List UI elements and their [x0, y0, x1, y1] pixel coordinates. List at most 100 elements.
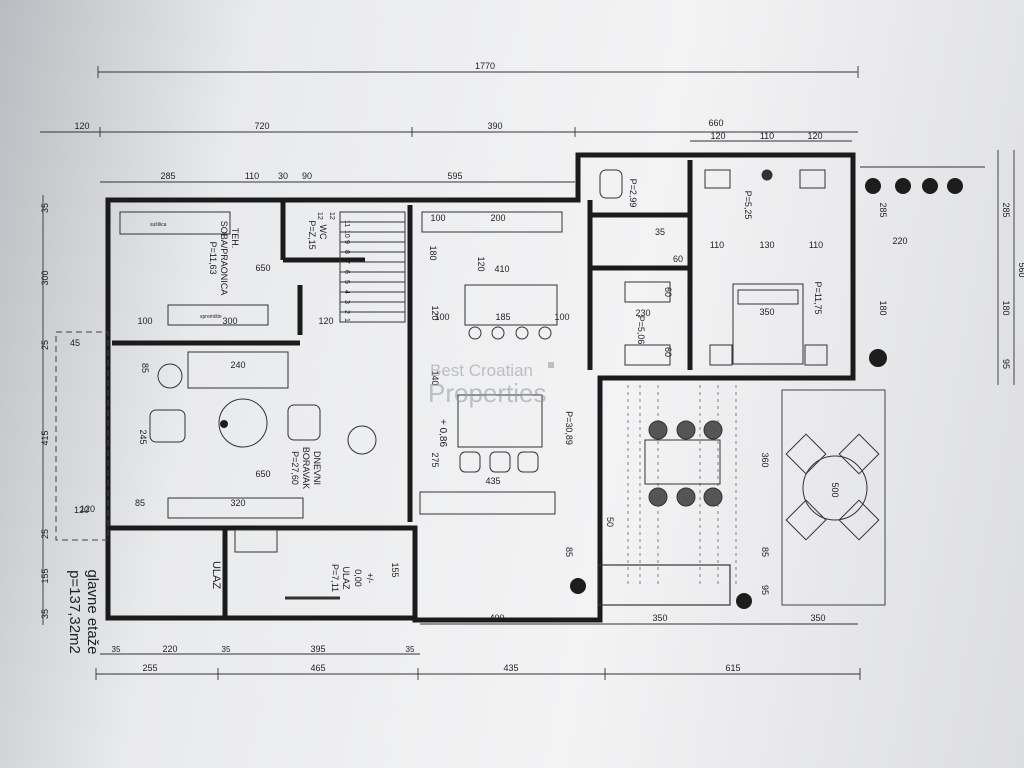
dim-dining-100c: 100 [430, 213, 445, 223]
dining-level: + 0,86 [437, 419, 448, 448]
dim-right-top-2: 120 [807, 131, 822, 141]
dim-terrace-50: 50 [605, 517, 615, 527]
dim-left-5: 155 [40, 568, 50, 583]
dim-left-2: 25 [40, 340, 50, 350]
stair-step: 9 [343, 240, 350, 244]
kitchen-name: SOBA/PRAONICA [219, 221, 229, 296]
wc-area: P=Z,15 [307, 220, 317, 249]
dim-living-240: 240 [230, 360, 245, 370]
dim-total-width: 1770 [475, 61, 495, 71]
dim-terrace-500: 500 [830, 482, 840, 497]
stair-step: 4 [343, 290, 350, 294]
stair-step: 3 [343, 300, 350, 304]
summary-line2: p=137,32m2 [66, 570, 83, 654]
dim-dining-140: 140 [430, 370, 440, 385]
watermark-line2: Properties [428, 378, 547, 408]
stair-step: 10 [343, 230, 350, 238]
stair-step: 1 [343, 318, 350, 322]
dim-top-1: 720 [254, 121, 269, 131]
dim-bed-350: 350 [759, 307, 774, 317]
dim-living-85b: 85 [135, 498, 145, 508]
dim-left-3: 415 [40, 430, 50, 445]
dim-dining-180: 180 [428, 245, 438, 260]
dim-terrace-85b: 85 [760, 547, 770, 557]
dim-right-2: 95 [1001, 359, 1011, 369]
stair-step: 7 [343, 260, 350, 264]
watermark-line1: Best Croatian [430, 361, 533, 380]
dim-right-top-0: 120 [710, 131, 725, 141]
entry-level-sign: +/- [365, 573, 375, 584]
living-name2: BORAVAK [301, 447, 311, 489]
dim-dining-120b: 120 [430, 305, 440, 320]
dim-bed-130: 130 [759, 240, 774, 250]
dim-dining-435: 435 [485, 476, 500, 486]
furniture [119, 169, 880, 600]
stair-numbers: 11 10 9 8 7 6 5 4 3 2 1 12 12 [316, 212, 350, 322]
plant-icon [220, 420, 228, 428]
entry-level: 0,00 [353, 569, 363, 587]
dim-second-0: 285 [160, 171, 175, 181]
dim-bottom-a-3: 395 [310, 644, 325, 654]
dim-top-0: 120 [74, 121, 89, 131]
dim-bottom-b-1: 465 [310, 663, 325, 673]
tree-icon [895, 178, 911, 194]
dim-bath-60b: 60 [663, 287, 673, 297]
interior-dimensions: 650 100 300 120 240 650 320 85 85 245 10… [80, 213, 908, 595]
dim-second-3: 90 [302, 171, 312, 181]
dim-right-285: 285 [878, 202, 888, 217]
dim-left-0: 35 [40, 203, 50, 213]
dim-kitchen-120: 120 [318, 316, 333, 326]
dim-entry-155: 155 [390, 562, 400, 577]
room-labels: TEH. SOBA/PRAONICA P=11,63 WC P=Z,15 DNE… [66, 179, 823, 655]
dim-dining-275: 275 [430, 452, 440, 467]
entry-name: ULAZ [341, 566, 351, 590]
dim-living-85a: 85 [140, 363, 150, 373]
dim-bed-180: 180 [878, 300, 888, 315]
dim-second-4: 595 [447, 171, 462, 181]
dim-left-4: 25 [40, 529, 50, 539]
dim-right-top-1: 110 [760, 131, 774, 141]
dim-bottom-b-2: 435 [503, 663, 518, 673]
dim-kitchen-100: 100 [137, 316, 152, 326]
dim-living-120: 120 [80, 504, 95, 514]
dim-bath-60c: 60 [663, 347, 673, 357]
dim-dining-410: 410 [494, 264, 509, 274]
wc-step-top: 12 [316, 212, 323, 220]
dim-living-245: 245 [138, 429, 148, 444]
dim-living-320: 320 [230, 498, 245, 508]
dim-terrace-360: 360 [760, 452, 770, 467]
dim-bottom-inner-2: 350 [810, 613, 825, 623]
dim-top-3: 660 [708, 118, 723, 128]
stair-step: 5 [343, 280, 350, 284]
dim-second-1: 110 [245, 171, 259, 181]
dim-bottom-b-0: 255 [142, 663, 157, 673]
dim-right-1: 180 [1001, 300, 1011, 315]
stairs [339, 211, 406, 323]
dim-bottom-a-4: 35 [406, 645, 415, 654]
tree-icon [736, 593, 752, 609]
stair-step: 11 [343, 220, 350, 227]
small-bath-area: P=2,99 [628, 179, 638, 208]
entry-area: P=7,11 [330, 564, 340, 592]
summary-line1: glavne etaže [84, 569, 101, 654]
stair-step: 6 [343, 270, 350, 274]
watermark: Best Croatian Properties [428, 361, 554, 408]
dim-dining-185: 185 [495, 312, 510, 322]
dim-left-1: 300 [40, 270, 50, 285]
dimension-lines: 1770 120 720 390 660 120 110 120 285 110… [40, 61, 1024, 680]
hall-area: P=5,06 [636, 316, 646, 345]
dim-left-small-0: 45 [70, 338, 80, 348]
dim-bed-110a: 110 [710, 240, 724, 250]
watermark-logo-icon [548, 362, 554, 368]
dim-top-2: 390 [487, 121, 502, 131]
kitchen-area: P=11,63 [208, 241, 218, 274]
dim-right-0: 285 [1001, 202, 1011, 217]
dining-area: P=30,89 [564, 411, 574, 445]
dim-bottom-a-2: 35 [222, 645, 231, 654]
dim-left-small-1: 120 [74, 505, 89, 515]
dim-second-2: 30 [278, 171, 288, 181]
dim-bottom-a-0: 35 [112, 645, 121, 654]
dim-bottom-b-3: 615 [725, 663, 740, 673]
